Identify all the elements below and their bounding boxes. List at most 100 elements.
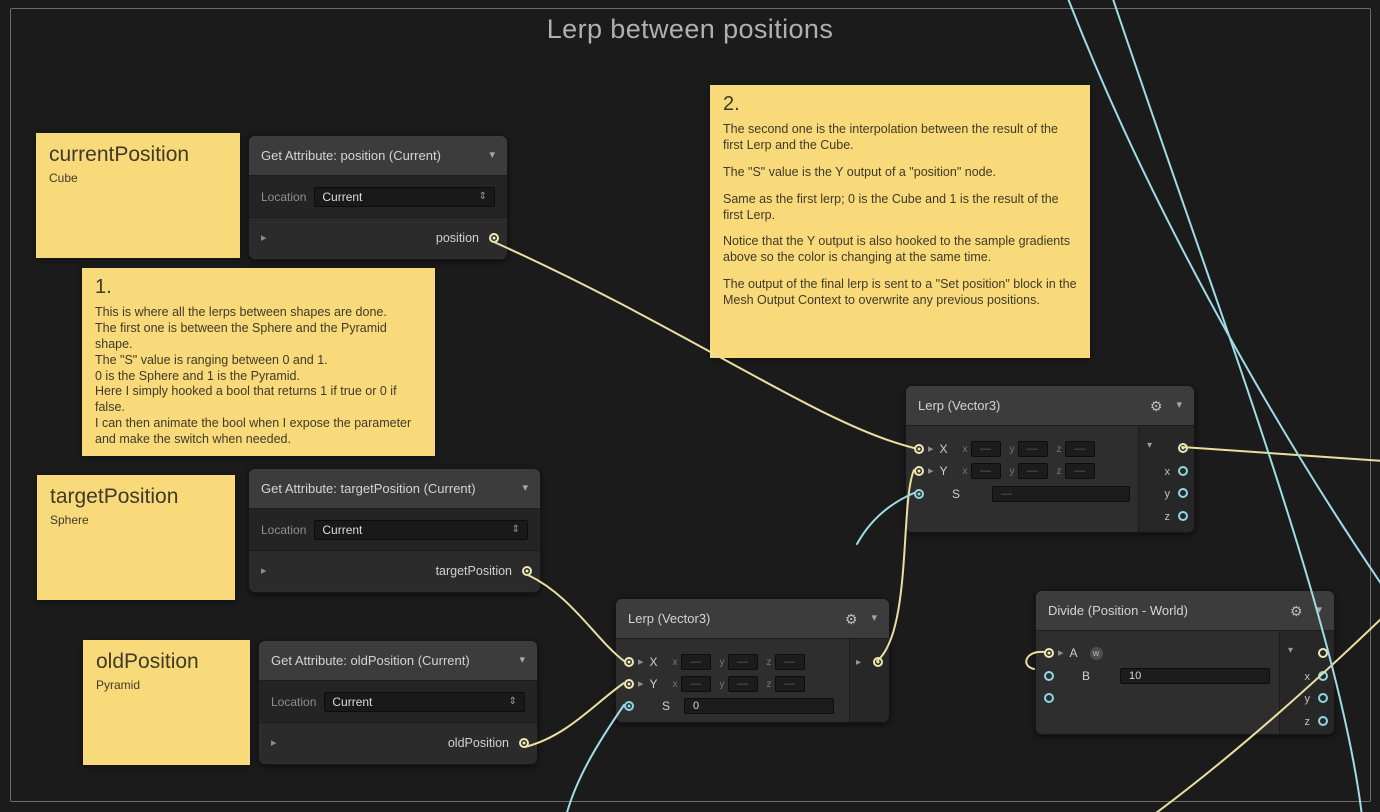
sticky-note-2[interactable]: 2. The second one is the interpolation b… bbox=[710, 85, 1090, 358]
input-label-x: X bbox=[939, 442, 948, 456]
sticky-subtitle: Cube bbox=[49, 171, 78, 186]
node-title: Divide (Position - World) bbox=[1048, 603, 1188, 618]
input-port-y[interactable] bbox=[914, 466, 924, 476]
fold-down-icon[interactable]: ▾ bbox=[1288, 645, 1294, 656]
value-field-s[interactable]: 0 bbox=[684, 698, 834, 714]
gear-icon[interactable]: ⚙ bbox=[1289, 602, 1303, 619]
input-row-y: ▸ Y x— y— z— bbox=[928, 461, 1095, 481]
value-field-y: — bbox=[1017, 441, 1048, 457]
sticky-note-current-position[interactable]: currentPosition Cube bbox=[36, 133, 240, 258]
settings-row: Location Current ⇕ bbox=[259, 681, 537, 723]
output-port-target-position[interactable] bbox=[522, 566, 532, 576]
value-field-y: — bbox=[727, 676, 758, 692]
node-title: Lerp (Vector3) bbox=[628, 611, 711, 626]
chevron-down-icon[interactable]: ▾ bbox=[519, 654, 525, 666]
chevron-down-icon[interactable]: ▾ bbox=[871, 612, 877, 624]
sticky-line: Here I simply hooked a bool that returns… bbox=[95, 384, 397, 415]
output-port-y[interactable] bbox=[1178, 488, 1188, 498]
gear-icon[interactable]: ⚙ bbox=[844, 610, 858, 627]
collapse-arrow-icon[interactable]: ▸ bbox=[638, 655, 644, 668]
input-port-a[interactable] bbox=[1044, 648, 1054, 658]
collapse-arrow-icon[interactable]: ▸ bbox=[638, 677, 644, 690]
axis-label-y: y bbox=[719, 656, 725, 668]
input-row-a: ▸ A w bbox=[1058, 643, 1103, 663]
output-label: position bbox=[435, 231, 479, 245]
location-label: Location bbox=[261, 522, 307, 537]
input-label-y: Y bbox=[649, 677, 658, 691]
node-header[interactable]: Lerp (Vector3) ⚙ ▾ bbox=[906, 386, 1194, 426]
world-space-badge[interactable]: w bbox=[1089, 646, 1103, 660]
node-header[interactable]: Get Attribute: oldPosition (Current) ▾ bbox=[259, 641, 537, 681]
input-row-y: ▸ Y x— y— z— bbox=[638, 674, 805, 694]
node-header[interactable]: Divide (Position - World) ⚙ ▾ bbox=[1036, 591, 1334, 631]
node-header[interactable]: Get Attribute: targetPosition (Current) … bbox=[249, 469, 540, 509]
collapse-arrow-icon[interactable]: ▸ bbox=[928, 464, 934, 477]
input-port-x[interactable] bbox=[914, 444, 924, 454]
location-dropdown[interactable]: Current ⇕ bbox=[314, 186, 495, 207]
sticky-title: targetPosition bbox=[50, 485, 179, 508]
output-port-x[interactable] bbox=[1178, 466, 1188, 476]
output-port[interactable] bbox=[1318, 648, 1328, 658]
collapse-arrow-icon[interactable]: ▸ bbox=[856, 657, 862, 668]
node-get-attribute-target-position[interactable]: Get Attribute: targetPosition (Current) … bbox=[248, 468, 541, 593]
chevron-down-icon[interactable]: ▾ bbox=[1316, 604, 1322, 616]
node-get-attribute-position[interactable]: Get Attribute: position (Current) ▾ Loca… bbox=[248, 135, 508, 260]
node-title: Lerp (Vector3) bbox=[918, 398, 1001, 413]
collapse-arrow-icon[interactable]: ▸ bbox=[261, 564, 267, 577]
output-port[interactable] bbox=[873, 657, 883, 667]
input-port-x[interactable] bbox=[624, 657, 634, 667]
input-label-b: B bbox=[1082, 669, 1091, 683]
input-port-y[interactable] bbox=[624, 679, 634, 689]
chevron-down-icon[interactable]: ▾ bbox=[489, 149, 495, 161]
location-value: Current bbox=[322, 189, 363, 204]
sticky-line: This is where all the lerps between shap… bbox=[95, 305, 387, 319]
value-field-y: — bbox=[727, 654, 758, 670]
axis-label-y: y bbox=[719, 678, 725, 690]
location-dropdown[interactable]: Current ⇕ bbox=[324, 691, 525, 712]
node-header[interactable]: Lerp (Vector3) ⚙ ▾ bbox=[616, 599, 889, 639]
collapse-arrow-icon[interactable]: ▸ bbox=[1058, 646, 1064, 659]
sticky-paragraph: The second one is the interpolation betw… bbox=[723, 122, 1058, 152]
input-label-a: A bbox=[1069, 646, 1078, 660]
node-lerp-vector3-second[interactable]: Lerp (Vector3) ⚙ ▾ ▸ X x— y— z— ▸ Y x— y… bbox=[905, 385, 1195, 533]
sticky-note-old-position[interactable]: oldPosition Pyramid bbox=[83, 640, 250, 765]
output-port-z[interactable] bbox=[1318, 716, 1328, 726]
value-field-x: — bbox=[680, 676, 711, 692]
input-port-b[interactable] bbox=[1044, 671, 1054, 681]
output-port-x[interactable] bbox=[1318, 671, 1328, 681]
gear-icon[interactable]: ⚙ bbox=[1149, 397, 1163, 414]
input-row-s: S 0 bbox=[656, 696, 834, 716]
input-port-s[interactable] bbox=[624, 701, 634, 711]
output-strip: ▾ x y z bbox=[1138, 426, 1194, 532]
chevron-down-icon[interactable]: ▾ bbox=[1176, 399, 1182, 411]
chevron-down-icon[interactable]: ▾ bbox=[522, 482, 528, 494]
sticky-paragraph: Notice that the Y output is also hooked … bbox=[723, 234, 1070, 265]
node-get-attribute-old-position[interactable]: Get Attribute: oldPosition (Current) ▾ L… bbox=[258, 640, 538, 765]
output-port-z[interactable] bbox=[1178, 511, 1188, 521]
fold-down-icon[interactable]: ▾ bbox=[1147, 440, 1153, 451]
location-dropdown[interactable]: Current ⇕ bbox=[314, 519, 528, 540]
output-label: oldPosition bbox=[447, 736, 509, 750]
value-field-x: — bbox=[970, 441, 1001, 457]
collapse-arrow-icon[interactable]: ▸ bbox=[271, 736, 277, 749]
output-port-y[interactable] bbox=[1318, 693, 1328, 703]
group-title[interactable]: Lerp between positions bbox=[546, 14, 834, 44]
node-header[interactable]: Get Attribute: position (Current) ▾ bbox=[249, 136, 507, 176]
output-port[interactable] bbox=[1178, 443, 1188, 453]
value-field-b[interactable]: 10 bbox=[1120, 668, 1270, 684]
sticky-note-1[interactable]: 1. This is where all the lerps between s… bbox=[82, 268, 435, 456]
axis-label-z: z bbox=[1056, 465, 1062, 477]
output-label: targetPosition bbox=[435, 564, 512, 578]
collapse-arrow-icon[interactable]: ▸ bbox=[928, 442, 934, 455]
node-lerp-vector3-first[interactable]: Lerp (Vector3) ⚙ ▾ ▸ X x— y— z— ▸ Y x— y… bbox=[615, 598, 890, 723]
location-value: Current bbox=[332, 694, 373, 709]
output-port-position[interactable] bbox=[489, 233, 499, 243]
collapse-arrow-icon[interactable]: ▸ bbox=[261, 231, 267, 244]
node-divide-position-world[interactable]: Divide (Position - World) ⚙ ▾ ▸ A w B 10… bbox=[1035, 590, 1335, 735]
input-port-extra[interactable] bbox=[1044, 693, 1054, 703]
output-port-old-position[interactable] bbox=[519, 738, 529, 748]
input-port-s[interactable] bbox=[914, 489, 924, 499]
input-label-s: S bbox=[662, 699, 671, 713]
sticky-note-target-position[interactable]: targetPosition Sphere bbox=[37, 475, 235, 600]
